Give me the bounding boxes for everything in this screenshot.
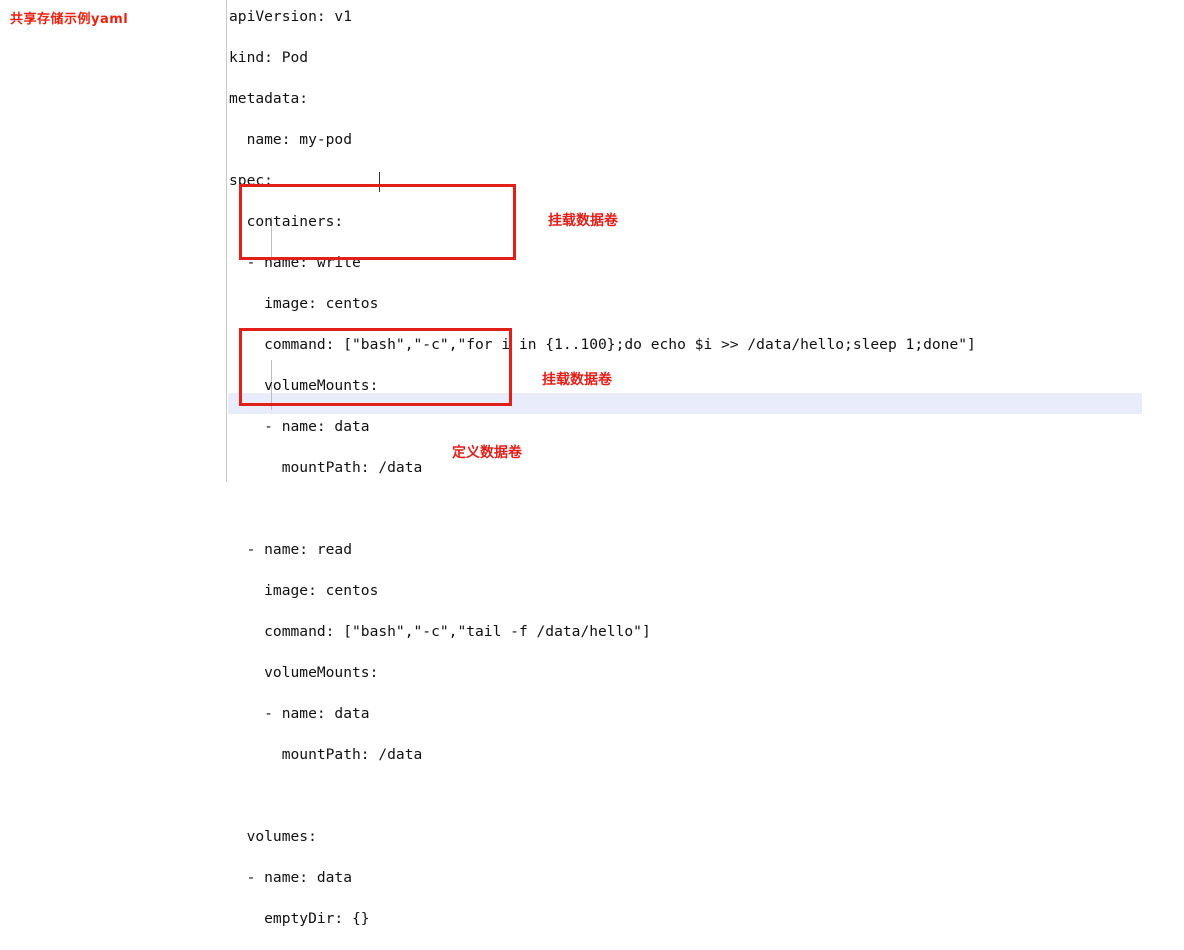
code-line: mountPath: /data	[229, 746, 423, 763]
code-line	[229, 499, 976, 520]
code-line: volumes:	[229, 828, 317, 845]
code-line: kind: Pod	[229, 49, 309, 66]
yaml-editor[interactable]: apiVersion: v1 kind: Pod metadata: name:…	[229, 7, 976, 950]
indent-guide	[271, 217, 272, 257]
code-line: image: centos	[229, 582, 379, 599]
annotation-mount-volume-1: 挂载数据卷	[548, 213, 618, 229]
code-line: volumeMounts:	[229, 377, 379, 394]
code-line: command: ["bash","-c","tail -f /data/hel…	[229, 623, 651, 640]
code-line: volumeMounts:	[229, 664, 379, 681]
code-line: - name: data	[229, 705, 370, 722]
code-line: image: centos	[229, 295, 379, 312]
code-line: name: my-pod	[229, 131, 353, 148]
editor-gutter-divider	[226, 0, 227, 482]
code-line: emptyDir: {}	[229, 910, 370, 927]
code-line: mountPath: /data	[229, 459, 423, 476]
section-title: 共享存储示例yaml	[10, 12, 129, 27]
highlight-box-volume-mounts-write	[239, 184, 516, 260]
current-line-highlight	[228, 393, 1142, 414]
code-line: containers:	[229, 213, 344, 230]
code-line: command: ["bash","-c","for i in {1..100}…	[229, 336, 976, 353]
code-line: apiVersion: v1	[229, 8, 353, 25]
code-line: metadata:	[229, 90, 309, 107]
annotation-define-volume: 定义数据卷	[452, 445, 522, 461]
code-line: - name: data	[229, 418, 370, 435]
highlight-box-volume-mounts-read	[239, 328, 512, 406]
code-line: - name: read	[229, 541, 353, 558]
annotation-mount-volume-2: 挂载数据卷	[542, 372, 612, 388]
code-line: - name: data	[229, 869, 353, 886]
text-cursor	[379, 172, 380, 192]
indent-guide	[271, 360, 272, 410]
code-line	[229, 786, 976, 807]
